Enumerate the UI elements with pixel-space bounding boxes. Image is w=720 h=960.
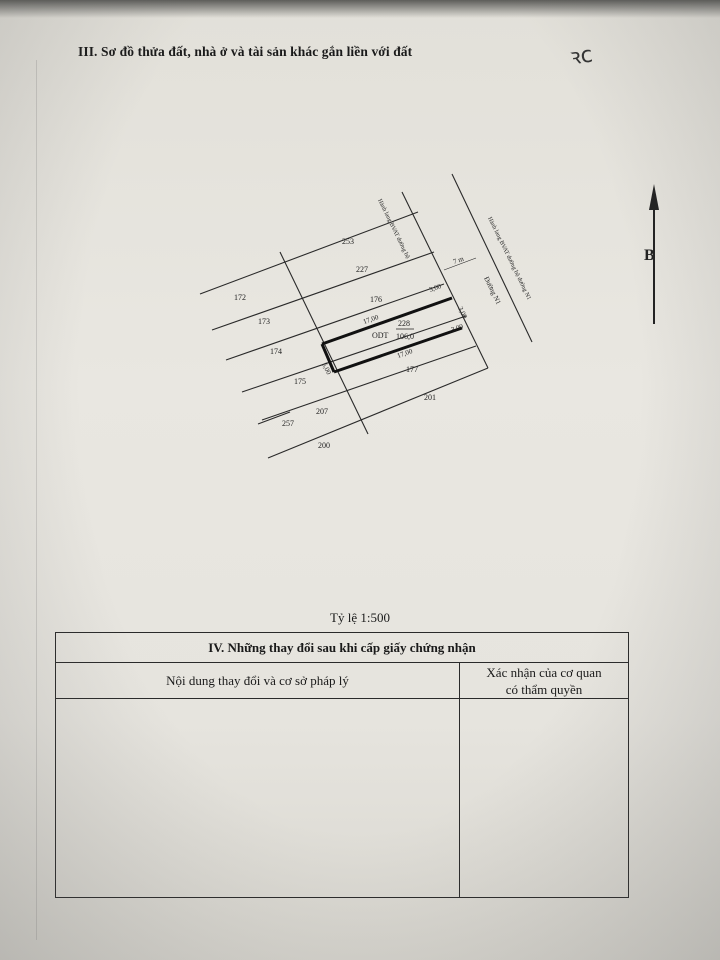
- dimension-front-low: 3,00: [450, 322, 465, 334]
- road-edge-line-outer: [451, 173, 533, 343]
- subject-parcel-area: 106,0: [396, 332, 414, 341]
- col-confirmation-line2: có thẩm quyền: [505, 681, 583, 697]
- col-changes-header: Nội dung thay đổi và cơ sở pháp lý: [56, 663, 460, 699]
- parcel-label: 175: [294, 377, 306, 386]
- col-confirmation-header: Xác nhận của cơ quan có thẩm quyền: [460, 663, 628, 699]
- parcel-label: 227: [356, 265, 368, 274]
- screen-edge-shadow: [0, 0, 720, 18]
- section-3-title: III. Sơ đồ thửa đất, nhà ở và tài sản kh…: [78, 44, 413, 59]
- parcel-line: [241, 315, 467, 393]
- dimension-front-top: 3,00: [428, 282, 443, 294]
- subject-parcel-outline: [320, 296, 463, 374]
- parcel-label: 207: [316, 407, 328, 416]
- parcel-label: 173: [258, 317, 270, 326]
- parcel-label: 201: [424, 393, 436, 402]
- parcel-label: 176: [370, 295, 382, 304]
- parcel-label: 174: [270, 347, 282, 356]
- confirmation-cell: [460, 699, 628, 897]
- dimension-road-width: 7 m: [452, 255, 465, 266]
- parcel-line: [261, 345, 477, 421]
- changes-content-cell: [56, 699, 460, 897]
- parcel-line: [257, 411, 291, 425]
- scale-label: Tỷ lệ 1:500: [0, 610, 720, 626]
- parcel-line: [225, 283, 445, 361]
- road-edge-line-inner: [401, 191, 489, 369]
- road-label: Đường N1: [482, 275, 502, 306]
- section-4-title: IV. Những thay đổi sau khi cấp giấy chứn…: [56, 633, 628, 663]
- parcel-label: 172: [234, 293, 246, 302]
- parcel-label: 200: [318, 441, 330, 450]
- paper-margin-line: [36, 60, 37, 940]
- parcel-line: [199, 211, 419, 295]
- changes-table: IV. Những thay đổi sau khi cấp giấy chứn…: [55, 632, 629, 898]
- parcel-label: 257: [282, 419, 294, 428]
- north-arrow-icon: B: [644, 184, 659, 324]
- subject-parcel-number: 228: [398, 319, 410, 328]
- parcel-line: [267, 367, 489, 459]
- scale-text: Tỷ lệ 1:500: [330, 610, 390, 625]
- parcel-line: [211, 251, 435, 331]
- subject-land-use: ODT: [372, 331, 389, 340]
- parcel-label: 253: [342, 237, 354, 246]
- land-plot-diagram: 253 227 172 173 176 174 175 177 201 207 …: [199, 173, 533, 459]
- corridor-label-back: Hành lang BVAT đường bộ: [376, 198, 410, 260]
- parcel-label: 177: [406, 365, 418, 374]
- col-confirmation-line1: Xác nhận của cơ quan: [486, 664, 602, 680]
- dimension-front-mid: 3,00: [456, 305, 469, 320]
- north-label: B: [644, 247, 655, 264]
